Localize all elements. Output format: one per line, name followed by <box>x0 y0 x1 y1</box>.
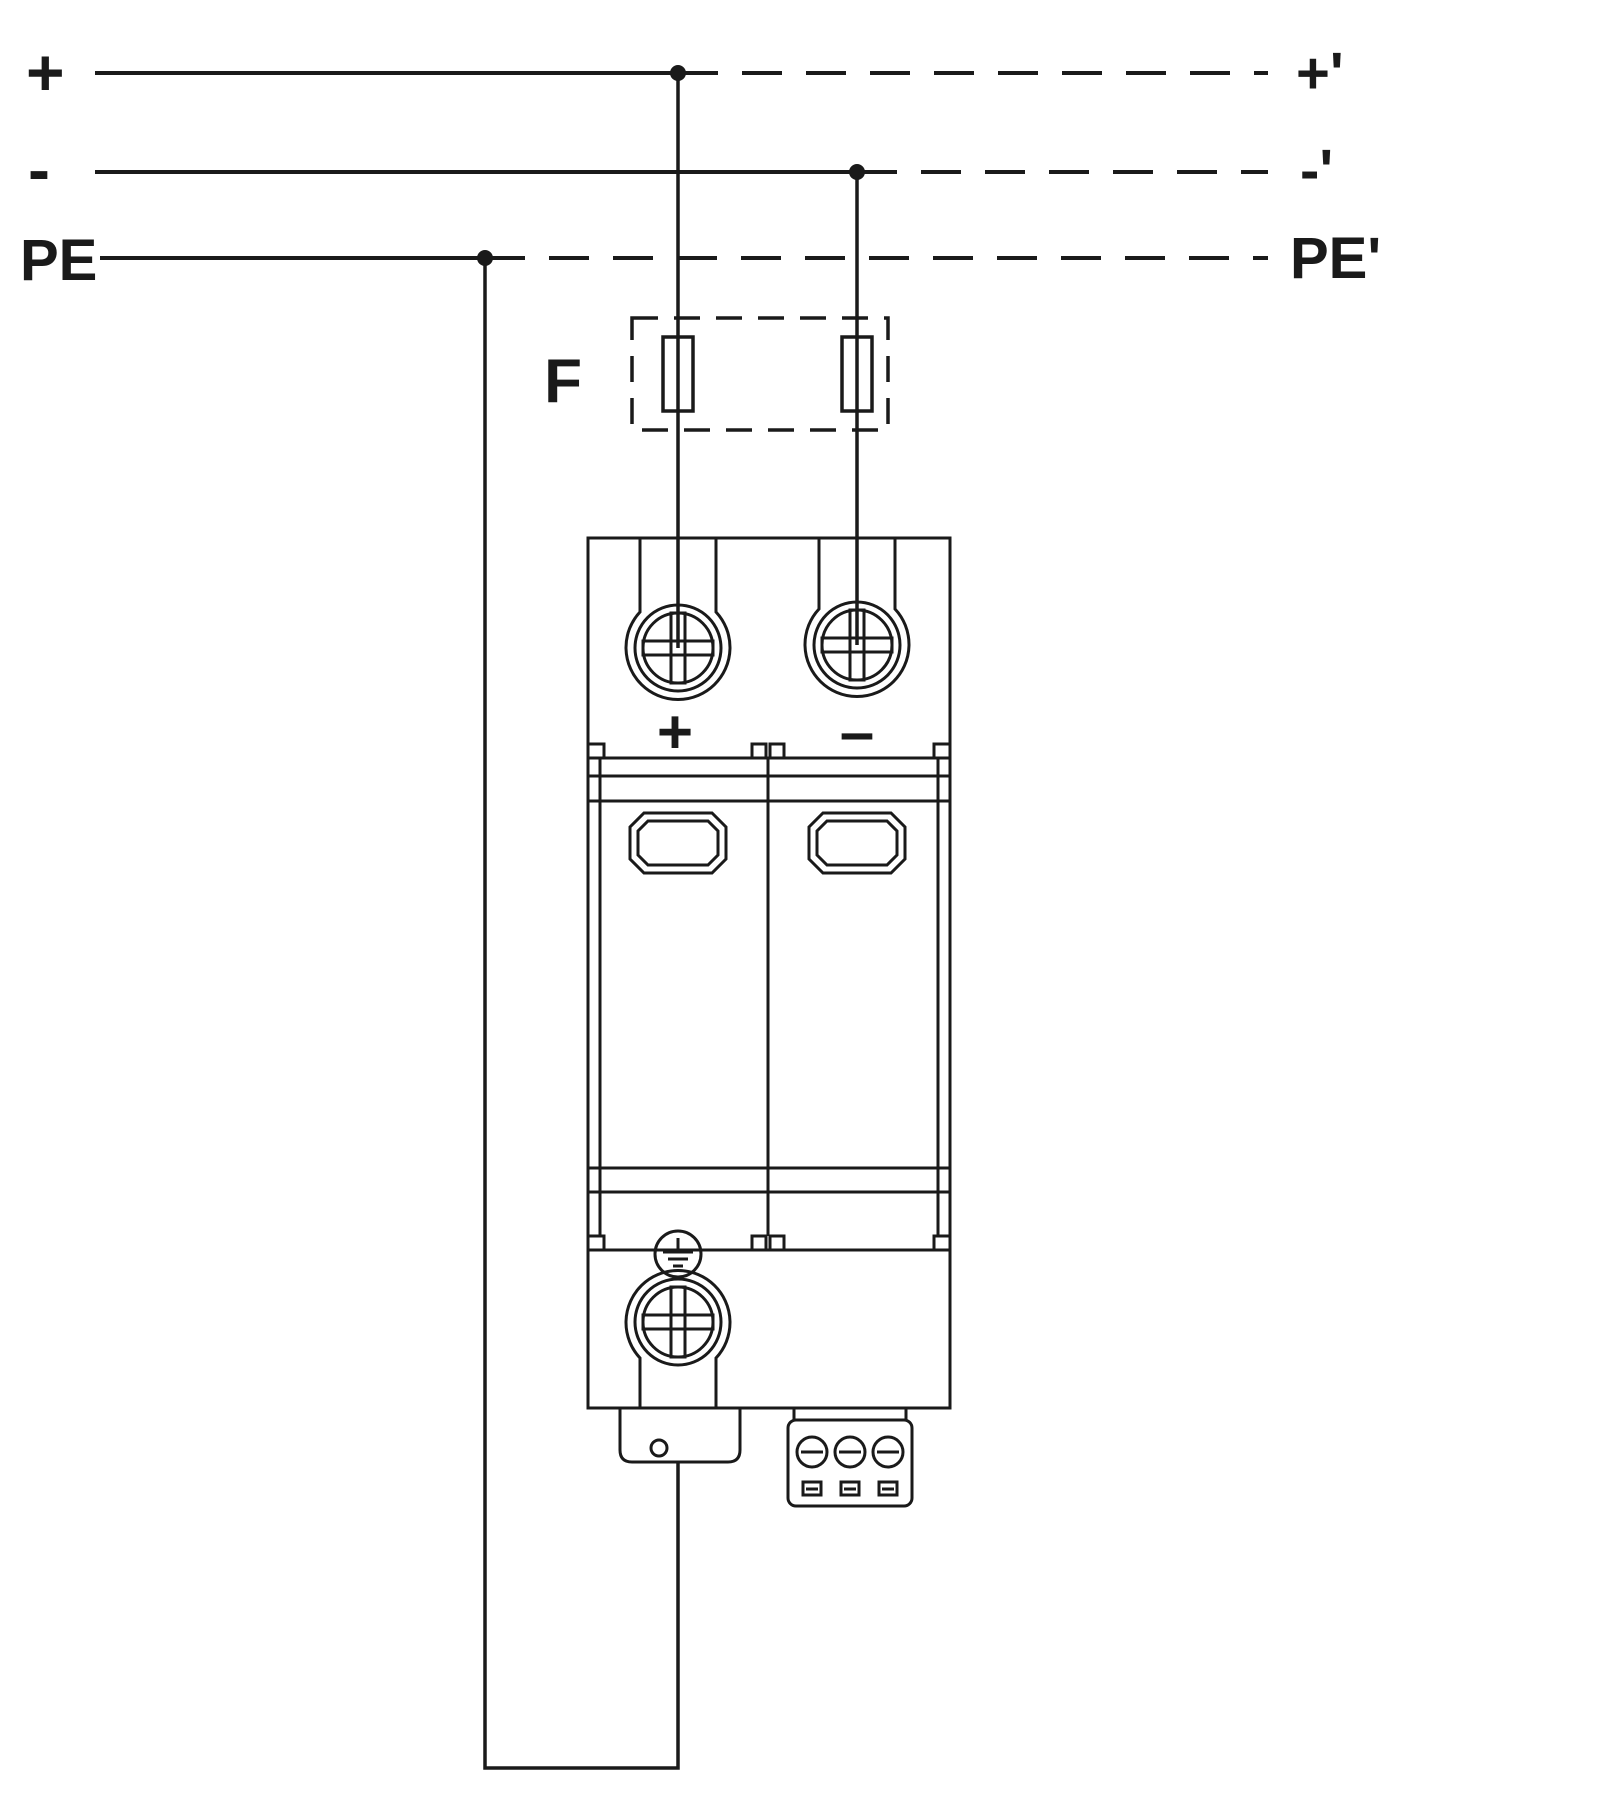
screw-terminal-pe-icon <box>633 1277 723 1367</box>
earth-symbol-icon <box>653 1229 703 1279</box>
fuse-box-outline <box>630 316 890 432</box>
wire-plus: + +' <box>26 35 1344 648</box>
clip-center-b <box>768 742 786 760</box>
device-minus-mark: – <box>840 698 874 767</box>
spd-device: + – <box>586 536 952 1508</box>
fuse-symbol-plus-icon <box>661 335 695 413</box>
label-minus-out: -' <box>1300 138 1333 203</box>
label-plus-in: + <box>26 35 65 109</box>
label-plus-out: +' <box>1296 41 1344 106</box>
terminal-block-body <box>786 1418 914 1508</box>
wire-pe: PE PE' <box>20 226 1381 1770</box>
screw-terminal-plus-icon <box>633 603 723 693</box>
aux-entry-1 <box>801 1480 823 1497</box>
wire-pe-run <box>483 258 680 1770</box>
clip-right <box>932 1234 952 1252</box>
clip-left <box>586 742 606 760</box>
clip-center-b <box>768 1234 786 1252</box>
module-bottom-seam <box>586 1166 952 1252</box>
status-window-minus-icon <box>807 811 907 875</box>
aux-screw-2-icon <box>833 1435 867 1469</box>
fuse-block: F <box>544 316 890 432</box>
aux-screw-3-icon <box>871 1435 905 1469</box>
screw-terminal-minus-icon <box>812 600 902 690</box>
aux-terminal-block <box>786 1406 914 1508</box>
label-minus-in: - <box>28 132 50 206</box>
fuse-symbol-minus-icon <box>840 335 874 413</box>
label-pe-out: PE' <box>1290 226 1381 291</box>
label-pe-in: PE <box>20 228 97 293</box>
pe-terminal-tab <box>618 1408 742 1464</box>
aux-entry-2 <box>839 1480 861 1497</box>
device-plus-mark: + <box>657 698 693 767</box>
tab-recess-icon <box>649 1438 669 1458</box>
clip-center-a <box>750 742 768 760</box>
status-window-plus-icon <box>628 811 728 875</box>
clip-left <box>586 1234 606 1252</box>
terminal-housing-pe <box>624 1269 732 1408</box>
clip-center-a <box>750 1234 768 1252</box>
device-body-outline <box>586 536 952 1410</box>
terminal-housing-minus <box>803 538 911 698</box>
terminal-block-lip <box>792 1406 908 1422</box>
aux-screw-1-icon <box>795 1435 829 1469</box>
label-fuse: F <box>544 347 582 416</box>
wire-minus: - -' <box>28 132 1333 645</box>
aux-entry-3 <box>877 1480 899 1497</box>
clip-right <box>932 742 952 760</box>
terminal-housing-plus <box>624 538 732 701</box>
